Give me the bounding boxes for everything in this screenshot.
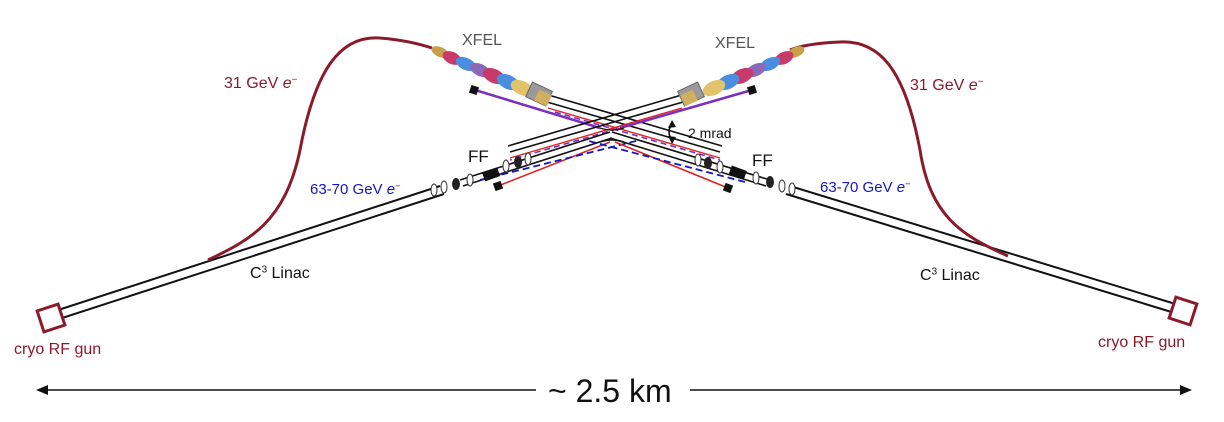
- left-linac: [51, 185, 445, 321]
- right-undulator-chain: [676, 46, 805, 107]
- right-31gev-beam-path: [789, 40, 1009, 258]
- scale-arrow: [36, 385, 1192, 395]
- interaction-point: [599, 127, 625, 143]
- cryo-rf-gun-label-left: cryo RF gun: [14, 341, 102, 358]
- left-31gev-beam-path: [207, 36, 433, 262]
- crossing-angle-label: 2 mrad: [688, 125, 732, 141]
- crossing-angle-arrow: [668, 120, 676, 144]
- right-ff-magnet-chain: [694, 153, 796, 196]
- ff-label-right: FF: [752, 151, 773, 170]
- energy-31gev-label-right: 31 GeV e−: [910, 76, 984, 94]
- xfel-label-left: XFEL: [462, 32, 503, 49]
- right-cryo-rf-gun: [1167, 295, 1199, 327]
- left-ff-magnet-chain: [430, 152, 532, 197]
- energy-63-70gev-label-left: 63-70 GeV e−: [310, 180, 401, 198]
- linac-label-right: C3 Linac: [920, 266, 980, 284]
- right-xfel-beamline: [507, 84, 758, 161]
- energy-31gev-label-left: 31 GeV e−: [224, 74, 298, 92]
- right-ff-beamline: [584, 131, 771, 194]
- right-linac: [785, 185, 1183, 315]
- scale-label: ~ 2.5 km: [548, 373, 672, 409]
- left-cryo-rf-gun: [35, 302, 67, 334]
- cryo-rf-gun-label-right: cryo RF gun: [1098, 334, 1186, 351]
- left-undulator-chain: [431, 46, 554, 107]
- xfel-label-right: XFEL: [715, 35, 756, 52]
- energy-63-70gev-label-right: 63-70 GeV e−: [820, 178, 911, 196]
- linac-label-left: C3 Linac: [250, 264, 310, 282]
- ff-label-left: FF: [468, 147, 489, 166]
